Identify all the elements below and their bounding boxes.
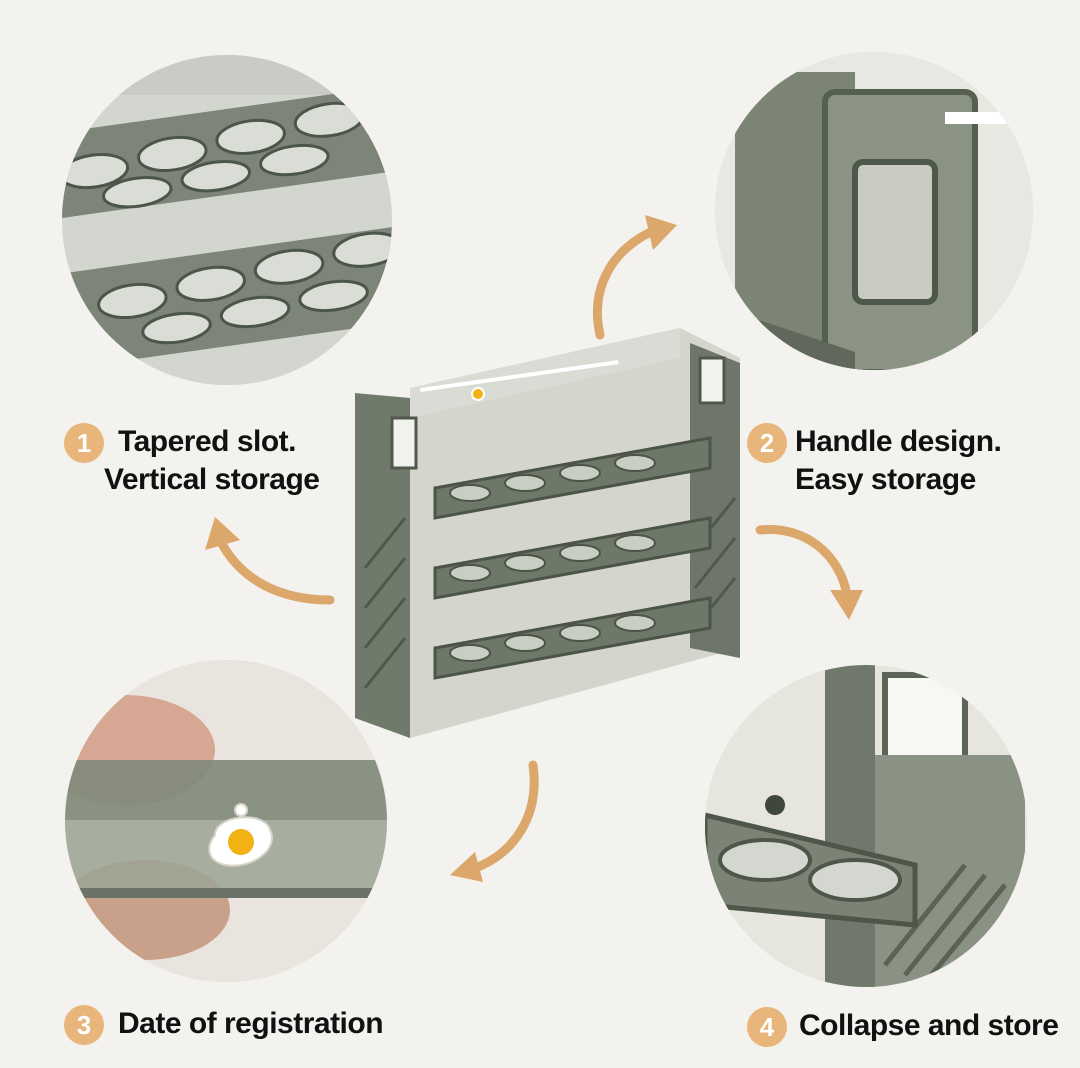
detail-photo-tapered-slot: [62, 55, 392, 385]
feature-number-badge: 2: [747, 423, 787, 463]
feature-4: 4 Collapse and store: [747, 1007, 1059, 1047]
feature-label: Date of registration: [118, 1005, 384, 1043]
feature-number-badge: 3: [64, 1005, 104, 1045]
curved-arrow-icon: [592, 215, 677, 340]
feature-3: 3 Date of registration: [64, 1005, 384, 1045]
detail-photo-date-marker: [65, 660, 387, 982]
feature-2: 2 Handle design. Easy storage: [747, 423, 1002, 499]
feature-number-badge: 4: [747, 1007, 787, 1047]
egg-rack-product: [350, 318, 750, 748]
feature-title: Tapered slot.: [118, 425, 296, 458]
feature-title: Handle design.: [795, 425, 1002, 458]
feature-label: Collapse and store: [799, 1007, 1059, 1045]
feature-1: 1 Tapered slot. Vertical storage: [64, 423, 320, 499]
feature-title: Collapse and store: [799, 1009, 1059, 1042]
egg-icon: [208, 803, 273, 867]
curved-arrow-icon: [450, 760, 539, 882]
curved-arrow-icon: [205, 517, 335, 605]
detail-photo-collapse: [705, 665, 1027, 987]
curved-arrow-icon: [755, 524, 863, 620]
feature-label: Handle design. Easy storage: [795, 423, 1002, 499]
feature-label: Tapered slot. Vertical storage: [104, 423, 320, 499]
feature-subtitle: Vertical storage: [104, 463, 320, 496]
feature-title: Date of registration: [118, 1007, 384, 1040]
feature-number-badge: 1: [64, 423, 104, 463]
feature-subtitle: Easy storage: [795, 463, 976, 496]
detail-photo-handle: [715, 52, 1033, 370]
